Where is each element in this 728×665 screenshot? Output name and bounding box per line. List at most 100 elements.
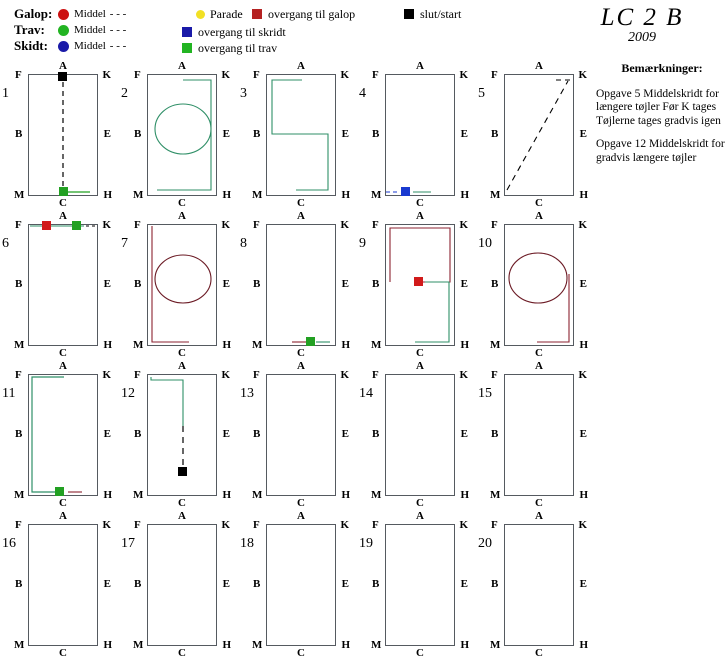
legend-gait-middel: Middel bbox=[74, 8, 106, 20]
arena-figure-14[interactable]: 14 A F K B E M H C bbox=[357, 360, 476, 510]
arena-letter-f: F bbox=[491, 519, 498, 531]
arena-letter-f: F bbox=[134, 369, 141, 381]
figure-path bbox=[386, 191, 431, 193]
arena-letter-h: H bbox=[460, 489, 469, 501]
arena-box: A F K B E M H C bbox=[14, 511, 112, 659]
arena-letter-m: M bbox=[252, 189, 263, 201]
figure-path bbox=[30, 225, 96, 227]
figure-path bbox=[154, 79, 212, 191]
arena-outline bbox=[147, 524, 217, 646]
arena-letter-h: H bbox=[341, 339, 350, 351]
arena-letter-a: A bbox=[178, 210, 186, 222]
arena-letter-h: H bbox=[460, 189, 469, 201]
arena-outline bbox=[266, 524, 336, 646]
legend-item: overgang til skridt bbox=[182, 24, 286, 40]
arena-letter-m: M bbox=[490, 339, 501, 351]
circle-marker-blue-icon bbox=[58, 40, 69, 52]
arena-letter-a: A bbox=[178, 510, 186, 522]
trot-transition-marker bbox=[55, 487, 64, 496]
circle-marker-green-icon bbox=[58, 24, 69, 36]
arena-figure-19[interactable]: 19 A F K B E M H C bbox=[357, 510, 476, 660]
legend-gait-row: Galop: Middel - - - bbox=[14, 6, 126, 22]
legend-canter-transition: overgang til galop bbox=[252, 6, 355, 22]
arena-letter-h: H bbox=[460, 639, 469, 651]
arena-letter-a: A bbox=[297, 360, 305, 372]
arena-letter-a: A bbox=[416, 510, 424, 522]
arena-outline bbox=[504, 74, 574, 196]
arena-letter-m: M bbox=[490, 189, 501, 201]
arena-letter-m: M bbox=[133, 189, 144, 201]
arena-figure-4[interactable]: 4 A F K B E M H C bbox=[357, 60, 476, 210]
figure-path bbox=[389, 227, 451, 343]
canter-transition-marker bbox=[414, 277, 423, 286]
arena-letter-k: K bbox=[340, 69, 349, 81]
arena-figure-10[interactable]: 10 A F K B E M H C bbox=[476, 210, 595, 360]
arena-letter-a: A bbox=[178, 360, 186, 372]
arena-letter-m: M bbox=[14, 339, 25, 351]
arena-figure-11[interactable]: 11 A F K B E M H C bbox=[0, 360, 119, 510]
arena-letter-b: B bbox=[134, 578, 142, 590]
figure-number: 13 bbox=[240, 386, 254, 401]
arena-box: A F K B E M H C bbox=[14, 361, 112, 509]
arena-figure-15[interactable]: 15 A F K B E M H C bbox=[476, 360, 595, 510]
legend-item: overgang til galop bbox=[252, 6, 355, 22]
arena-letter-f: F bbox=[372, 69, 379, 81]
arena-letter-k: K bbox=[459, 369, 468, 381]
arena-figure-13[interactable]: 13 A F K B E M H C bbox=[238, 360, 357, 510]
arena-letter-h: H bbox=[222, 639, 231, 651]
arena-letter-c: C bbox=[416, 347, 424, 359]
arena-letter-a: A bbox=[535, 60, 543, 72]
arena-letter-m: M bbox=[252, 639, 263, 651]
arena-letter-a: A bbox=[535, 510, 543, 522]
arena-letter-b: B bbox=[372, 578, 380, 590]
arena-letter-b: B bbox=[15, 428, 23, 440]
legend-gait-label: Galop: bbox=[14, 6, 53, 21]
arena-outline bbox=[147, 224, 217, 346]
arena-figure-9[interactable]: 9 A F K B E M H C bbox=[357, 210, 476, 360]
arena-letter-b: B bbox=[253, 278, 261, 290]
figure-number: 15 bbox=[478, 386, 492, 401]
arena-figure-2[interactable]: 2 A F K B E M H C bbox=[119, 60, 238, 210]
arena-letter-b: B bbox=[253, 428, 261, 440]
legend-gait-middel: Middel bbox=[74, 40, 106, 52]
arena-letter-e: E bbox=[222, 578, 230, 590]
arena-letter-h: H bbox=[222, 189, 231, 201]
arena-figure-18[interactable]: 18 A F K B E M H C bbox=[238, 510, 357, 660]
arena-box: A F K B E M H C bbox=[371, 511, 469, 659]
arena-figure-17[interactable]: 17 A F K B E M H C bbox=[119, 510, 238, 660]
arena-letter-e: E bbox=[222, 428, 230, 440]
figure-path bbox=[506, 79, 570, 191]
arena-letter-f: F bbox=[15, 219, 22, 231]
arena-figure-3[interactable]: 3 A F K B E M H C bbox=[238, 60, 357, 210]
arena-figure-1[interactable]: 1 A F K B E M H C bbox=[0, 60, 119, 210]
arena-letter-e: E bbox=[579, 428, 587, 440]
arena-box: A F K B E M H C bbox=[252, 61, 350, 209]
arena-letter-h: H bbox=[222, 489, 231, 501]
arena-outline bbox=[504, 524, 574, 646]
arena-letter-a: A bbox=[59, 210, 67, 222]
arena-row: 1 A F K B E M H C 2 bbox=[0, 60, 596, 210]
arena-figure-5[interactable]: 5 A F K B E M H C bbox=[476, 60, 595, 210]
arena-figure-16[interactable]: 16 A F K B E M H C bbox=[0, 510, 119, 660]
arena-row: 11 A F K B E M H C 12 A bbox=[0, 360, 596, 510]
arena-letter-a: A bbox=[416, 360, 424, 372]
arena-figure-20[interactable]: 20 A F K B E M H C bbox=[476, 510, 595, 660]
arena-figure-8[interactable]: 8 A F K B E M H C bbox=[238, 210, 357, 360]
arena-letter-c: C bbox=[416, 497, 424, 509]
arena-figure-7[interactable]: 7 A F K B E M H C bbox=[119, 210, 238, 360]
arena-letter-f: F bbox=[134, 219, 141, 231]
arena-letter-b: B bbox=[134, 128, 142, 140]
arena-figure-6[interactable]: 6 A F K B E M H C bbox=[0, 210, 119, 360]
arena-letter-c: C bbox=[535, 347, 543, 359]
arena-letter-c: C bbox=[178, 347, 186, 359]
arena-letter-k: K bbox=[221, 519, 230, 531]
arena-letter-k: K bbox=[221, 69, 230, 81]
legend-item: Parade bbox=[196, 6, 243, 22]
figure-number: 8 bbox=[240, 236, 247, 251]
arena-box: A F K B E M H C bbox=[371, 61, 469, 209]
arena-figure-12[interactable]: 12 A F K B E M H C bbox=[119, 360, 238, 510]
arena-letter-a: A bbox=[535, 360, 543, 372]
arena-letter-c: C bbox=[59, 197, 67, 209]
arena-letter-f: F bbox=[253, 69, 260, 81]
arena-letter-c: C bbox=[416, 647, 424, 659]
